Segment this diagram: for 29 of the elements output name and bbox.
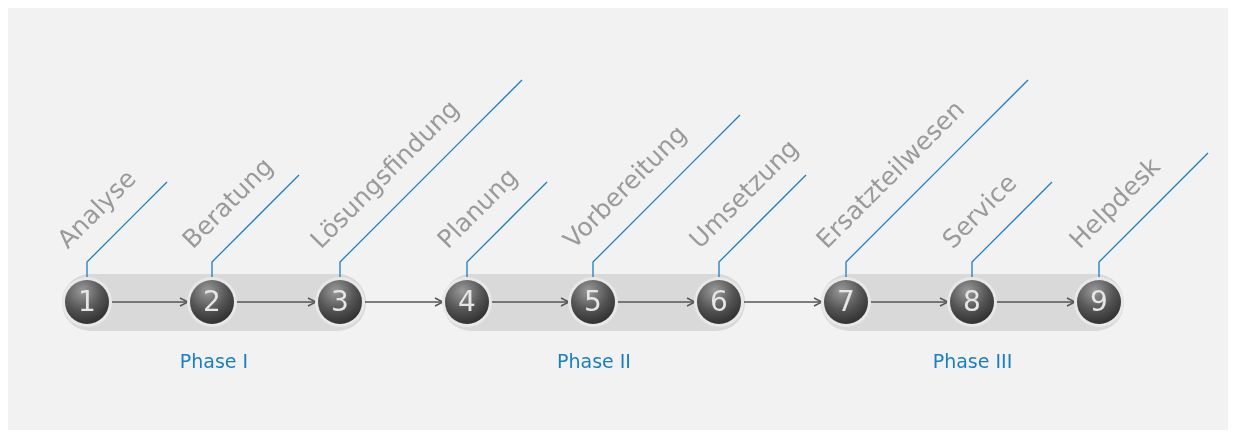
leader-line <box>592 114 741 280</box>
arrow <box>235 297 317 307</box>
leader-line <box>1098 152 1209 280</box>
arrow <box>742 297 823 307</box>
step-number-circle: 5 <box>571 280 615 324</box>
leader-line <box>339 79 523 280</box>
step-number-circle: 2 <box>190 280 234 324</box>
phase-label: Phase III <box>932 350 1013 372</box>
arrow <box>869 297 949 307</box>
step-number-circle: 3 <box>318 280 362 324</box>
step-number-circle: 7 <box>824 280 868 324</box>
phase-label: Phase I <box>179 350 249 372</box>
arrow <box>110 297 189 307</box>
phase-label: Phase II <box>557 350 631 372</box>
leader-line <box>211 174 300 280</box>
step-number-circle: 6 <box>697 280 741 324</box>
arrow <box>490 297 570 307</box>
leader-line <box>86 181 168 280</box>
step-number-circle: 4 <box>445 280 489 324</box>
leader-line <box>718 174 807 280</box>
arrow <box>616 297 696 307</box>
arrow <box>995 297 1076 307</box>
arrow <box>363 297 444 307</box>
step-number-circle: 8 <box>950 280 994 324</box>
step-number-circle: 9 <box>1077 280 1121 324</box>
leader-line <box>971 181 1053 280</box>
step-number-circle: 1 <box>65 280 109 324</box>
leader-line <box>466 181 548 280</box>
leader-line <box>845 79 1029 280</box>
